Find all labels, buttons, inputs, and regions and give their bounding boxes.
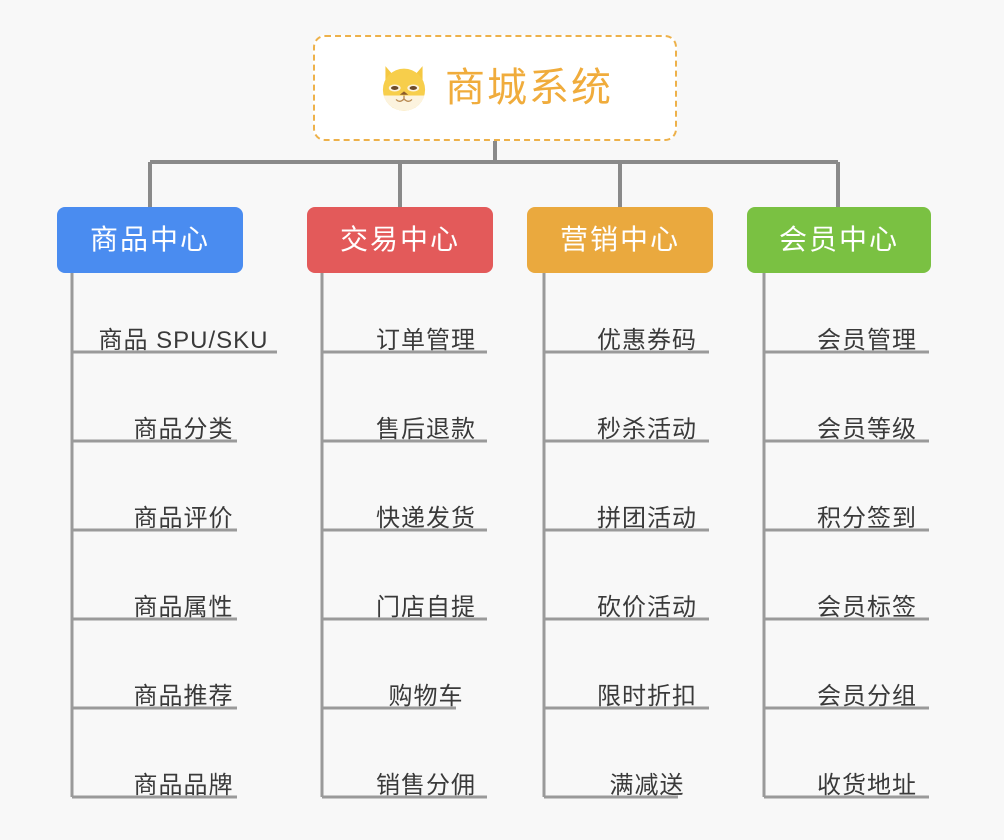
leaf-item[interactable]: 秒杀活动 [544, 362, 732, 451]
leaf-label: 积分签到 [817, 505, 917, 532]
leaf-item[interactable]: 积分签到 [764, 451, 952, 540]
leaf-label: 商品评价 [133, 505, 234, 532]
leaf-label: 快递发货 [376, 505, 476, 532]
leaf-label: 拼团活动 [597, 505, 697, 532]
category-box-2[interactable]: 营销中心 [527, 207, 713, 273]
leaf-item[interactable]: 拼团活动 [544, 451, 732, 540]
shiba-dog-face-icon [382, 66, 426, 111]
leaf-item[interactable]: 商品属性 [72, 540, 277, 629]
leaf-label: 会员标签 [817, 594, 917, 621]
leaf-label: 订单管理 [376, 327, 476, 354]
leaf-item[interactable]: 商品评价 [72, 451, 277, 540]
leaf-label: 会员管理 [817, 327, 917, 354]
leaf-item[interactable]: 会员分组 [764, 629, 952, 718]
leaf-label: 秒杀活动 [597, 416, 697, 443]
root-title: 商城系统 [445, 66, 613, 110]
category-label-0: 商品中心 [89, 224, 210, 255]
leaf-label: 商品分类 [133, 416, 234, 443]
leaf-item[interactable]: 商品推荐 [72, 629, 277, 718]
leaf-label: 商品推荐 [133, 683, 234, 710]
category-label-2: 营销中心 [559, 224, 680, 255]
category-box-0[interactable]: 商品中心 [57, 207, 243, 273]
leaf-item[interactable]: 会员管理 [764, 273, 952, 362]
leaf-label: 商品品牌 [133, 772, 234, 799]
category-box-3[interactable]: 会员中心 [747, 207, 931, 273]
leaf-item[interactable]: 优惠券码 [544, 273, 732, 362]
leaf-item[interactable]: 购物车 [322, 629, 512, 718]
leaf-label: 会员分组 [817, 683, 917, 710]
leaf-item[interactable]: 满减送 [544, 718, 732, 807]
leaf-item[interactable]: 商品品牌 [72, 718, 277, 807]
leaf-item[interactable]: 会员标签 [764, 540, 952, 629]
leaf-label: 门店自提 [376, 594, 476, 621]
leaf-item[interactable]: 商品 SPU/SKU [72, 273, 277, 362]
leaf-label: 优惠券码 [597, 327, 697, 354]
category-label-3: 会员中心 [778, 224, 899, 255]
leaf-label: 砍价活动 [597, 594, 697, 621]
leaf-item[interactable]: 会员等级 [764, 362, 952, 451]
leaf-label: 会员等级 [817, 416, 917, 443]
leaf-item[interactable]: 门店自提 [322, 540, 512, 629]
leaf-label: 满减送 [609, 772, 685, 799]
leaf-label: 商品 SPU/SKU [98, 327, 269, 354]
leaf-label: 购物车 [388, 683, 464, 710]
leaf-item[interactable]: 商品分类 [72, 362, 277, 451]
leaf-label: 收货地址 [817, 772, 917, 799]
leaf-item[interactable]: 砍价活动 [544, 540, 732, 629]
category-label-1: 交易中心 [339, 224, 460, 255]
leaf-label: 商品属性 [133, 594, 234, 621]
leaf-label: 销售分佣 [376, 772, 476, 799]
leaf-item[interactable]: 快递发货 [322, 451, 512, 540]
leaf-label: 限时折扣 [597, 683, 697, 710]
leaf-item[interactable]: 收货地址 [764, 718, 952, 807]
leaf-label: 售后退款 [376, 416, 476, 443]
root-node[interactable]: 商城系统 [313, 35, 677, 141]
leaf-item[interactable]: 销售分佣 [322, 718, 512, 807]
leaf-item[interactable]: 售后退款 [322, 362, 512, 451]
category-box-1[interactable]: 交易中心 [307, 207, 493, 273]
leaf-item[interactable]: 限时折扣 [544, 629, 732, 718]
leaf-item[interactable]: 订单管理 [322, 273, 512, 362]
